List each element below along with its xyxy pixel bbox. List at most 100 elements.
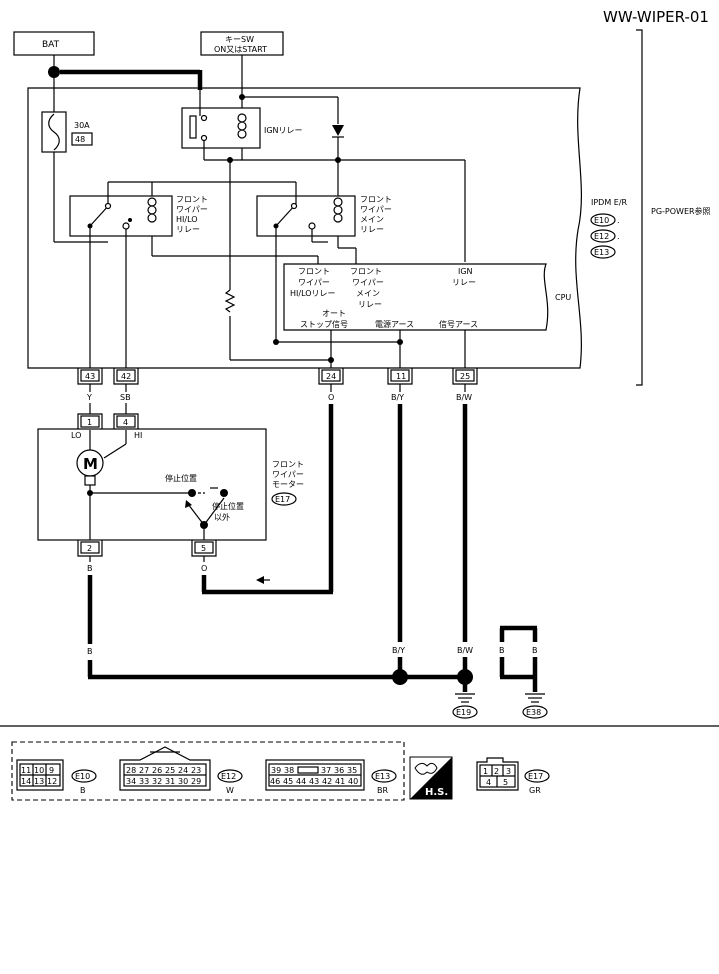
svg-text:11: 11 — [21, 766, 31, 775]
connector-e17: 1 2 3 4 5 — [476, 757, 519, 791]
wire-label-b-left: B — [87, 647, 93, 656]
cpu-b2: 電源アース — [375, 320, 414, 329]
motor-pin-4: 4 — [113, 413, 139, 430]
flow-arrow-icon — [256, 576, 264, 584]
svg-text:3: 3 — [506, 767, 511, 776]
svg-text:5: 5 — [201, 544, 206, 553]
svg-text:45: 45 — [283, 777, 293, 786]
ipdm-conn-2: E13 — [594, 248, 609, 257]
wire-label-m2: B — [87, 564, 93, 573]
svg-text:28: 28 — [126, 766, 136, 775]
wire-label-g1: B — [499, 646, 505, 655]
ipdm-connector-frame — [11, 741, 405, 801]
cpu-c2-l4: リレー — [358, 300, 382, 309]
e13-color: BR — [377, 786, 388, 795]
e17-id: E17 — [528, 772, 543, 781]
e12-color: W — [226, 786, 234, 795]
other-pos-l1: 停止位置 — [212, 501, 244, 511]
svg-text:43: 43 — [85, 372, 95, 381]
svg-text:1: 1 — [87, 418, 92, 427]
svg-text:34: 34 — [126, 777, 136, 786]
svg-text:11: 11 — [396, 372, 406, 381]
svg-text:23: 23 — [191, 766, 201, 775]
svg-text:2: 2 — [494, 767, 499, 776]
connector-e12: 28 27 26 25 24 23 34 33 32 31 30 29 — [119, 746, 211, 791]
motor-name-l3: モーター — [272, 480, 304, 489]
cpu-b3: 信号アース — [439, 319, 478, 329]
ipdm-terminal-42: 42 — [113, 368, 139, 385]
hs-badge: H.S. — [409, 756, 453, 800]
cpu-box — [283, 263, 549, 331]
svg-text:42: 42 — [322, 777, 332, 786]
svg-text:.: . — [617, 232, 620, 241]
ipdm-terminal-25: 25 — [452, 368, 478, 385]
svg-text:24: 24 — [178, 766, 188, 775]
ground-e19: E19 — [456, 708, 471, 717]
svg-text:42: 42 — [121, 372, 131, 381]
ign-coil-icon — [237, 113, 247, 139]
ipdm-conn-1: E12 — [594, 232, 609, 241]
svg-text:14: 14 — [21, 777, 31, 786]
svg-text:25: 25 — [165, 766, 175, 775]
hand-icon — [414, 762, 438, 775]
cpu-b1-l1: オート — [322, 309, 346, 318]
hi-lo-relay-l4: リレー — [176, 225, 200, 234]
motor-symbol: M — [83, 455, 98, 473]
e12-id: E12 — [221, 772, 236, 781]
cpu-label: CPU — [555, 293, 571, 302]
svg-text:26: 26 — [152, 766, 162, 775]
svg-text:10: 10 — [34, 766, 44, 775]
ign-relay-label: IGNリレー — [264, 126, 303, 135]
motor-name-l2: ワイパー — [272, 470, 304, 479]
main-relay-l4: リレー — [360, 225, 384, 234]
svg-text:40: 40 — [348, 777, 358, 786]
ground-e38: E38 — [526, 708, 541, 717]
svg-text:25: 25 — [460, 372, 470, 381]
fuse-icon — [48, 113, 60, 151]
cpu-b1-l2: ストップ信号 — [300, 319, 348, 329]
ipdm-terminal-24: 24 — [318, 368, 344, 385]
main-coil-icon — [333, 197, 343, 223]
hi-lo-relay-box — [69, 195, 173, 237]
stop-pos-label: 停止位置 — [165, 473, 197, 483]
motor-pin-5: 5 — [191, 540, 217, 557]
bat-splice — [48, 66, 60, 78]
svg-text:38: 38 — [284, 766, 294, 775]
cpu-c1-l1: フロント — [298, 267, 330, 276]
other-pos-l2: 以外 — [214, 512, 230, 522]
diagram-title: WW-WIPER-01 — [603, 8, 709, 26]
wire-label-bw-low: B/W — [457, 646, 473, 655]
svg-text:24: 24 — [326, 372, 336, 381]
main-relay-l3: メイン — [360, 215, 384, 224]
cpu-c2-l2: ワイパー — [352, 278, 384, 287]
cpu-c3-l2: リレー — [452, 278, 476, 287]
svg-text:37: 37 — [321, 766, 331, 775]
svg-text:H.S.: H.S. — [425, 787, 448, 798]
hi-lo-relay-l2: ワイパー — [176, 205, 208, 214]
wire-label-m5: O — [201, 564, 207, 573]
svg-text:41: 41 — [335, 777, 345, 786]
ipdm-terminal-43: 43 — [77, 368, 103, 385]
svg-text:29: 29 — [191, 777, 201, 786]
svg-text:13: 13 — [34, 777, 44, 786]
diode-icon — [332, 125, 344, 136]
svg-text:32: 32 — [152, 777, 162, 786]
pg-power-ref: PG-POWER参照 — [651, 206, 711, 216]
resistor-icon — [224, 289, 236, 313]
svg-text:30: 30 — [178, 777, 188, 786]
svg-text:27: 27 — [139, 766, 149, 775]
wire-label-g2: B — [532, 646, 538, 655]
main-relay-l2: ワイパー — [360, 205, 392, 214]
svg-text:.: . — [617, 216, 620, 225]
svg-text:12: 12 — [47, 777, 57, 786]
e17-color: GR — [529, 786, 541, 795]
e10-id: E10 — [75, 772, 90, 781]
svg-text:4: 4 — [123, 418, 128, 427]
cpu-c2-l3: メイン — [356, 289, 380, 298]
cpu-c3-l1: IGN — [458, 267, 473, 276]
svg-text:9: 9 — [49, 766, 54, 775]
ipdm-conn-0: E10 — [594, 216, 609, 225]
motor-connector: E17 — [275, 495, 290, 504]
svg-text:44: 44 — [296, 777, 306, 786]
